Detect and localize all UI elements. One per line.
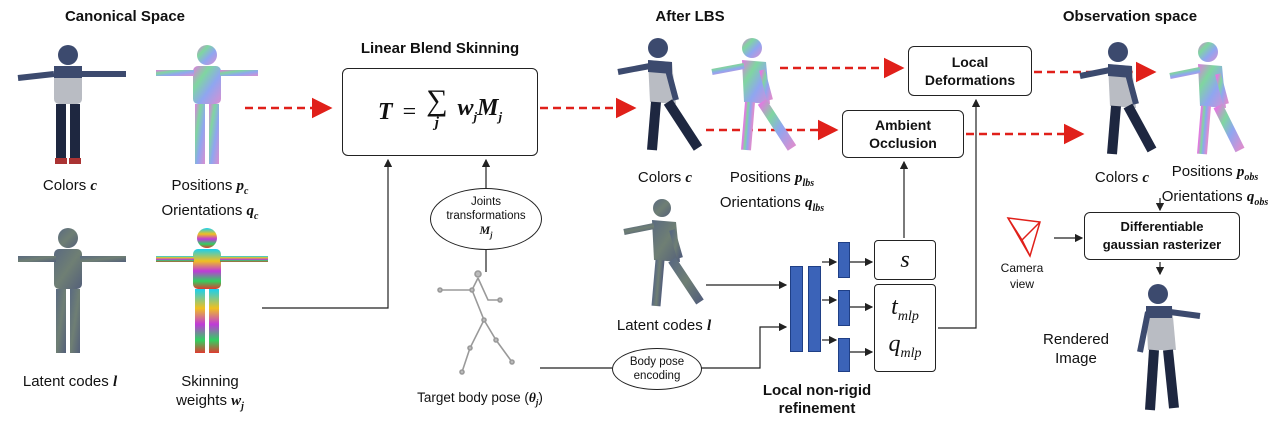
lbs-formula-box: T = ∑ j wjMj [342,68,538,156]
title-after-lbs: After LBS [655,8,725,25]
mlp-head-q [838,338,850,372]
label-canonical-latent: Latent codes l [22,373,118,390]
body-pose-encoding-node: Body pose encoding [612,348,702,390]
label-skinning-weights: Skinning weights wj [176,373,244,412]
joints-transformations-node: Joints transformations Mj [430,188,542,250]
label-after-latent: Latent codes l [616,317,712,334]
skeleton-figure [437,270,515,375]
output-tq-box: tmlp qmlp [874,284,936,372]
mlp-head-s [838,242,850,278]
figure-rendered [1137,284,1201,411]
label-target-body-pose: Target body pose (θj) [417,390,543,408]
label-after-colors: Colors c [637,169,693,186]
title-canonical-space: Canonical Space [64,8,186,25]
figure-after-colors [617,38,703,151]
title-observation-space: Observation space [1062,8,1198,25]
figure-after-positions [711,38,797,151]
output-q: qmlp [888,331,922,361]
mlp-head-t [838,290,850,326]
arrow-encoding-to-mlp [701,322,788,369]
label-canonical-colors: Colors c [42,177,98,194]
camera-icon [1006,217,1041,258]
output-s-box: s [874,240,936,280]
label-obs-positions: Positions pobs Orientations qobs [1161,163,1269,208]
arrow-weights-to-lbs [262,158,393,309]
title-linear-blend-skinning: Linear Blend Skinning [360,40,520,57]
figure-obs-colors [1079,42,1157,155]
figure-canonical-skinning [156,228,268,353]
mlp-layer-1a [790,266,803,352]
output-t: tmlp [891,294,919,324]
arrow-tq-to-local-def [938,98,981,329]
figure-canonical-positions [156,45,258,164]
figure-obs-positions [1169,42,1245,155]
label-after-positions: Positions plbs Orientations qlbs [719,169,825,214]
figure-canonical-colors [17,45,126,164]
label-canonical-positions: Positions pc Orientations qc [161,177,259,222]
label-obs-colors: Colors c [1094,169,1150,186]
figure-canonical-latent [18,228,126,353]
mlp-layer-1b [808,266,821,352]
figure-after-latent [623,199,704,307]
